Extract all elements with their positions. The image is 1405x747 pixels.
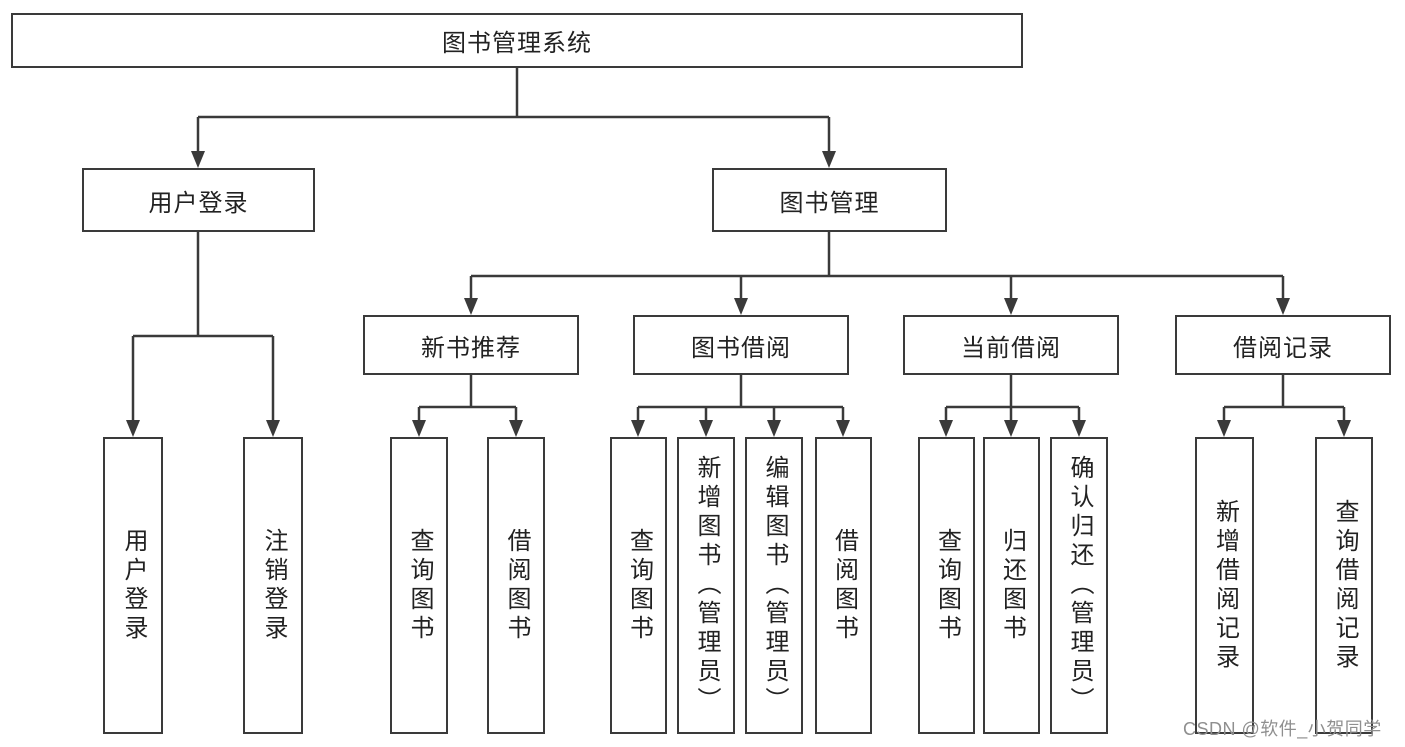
- node-current-borrow-label: 当前借阅: [961, 334, 1061, 362]
- node-current-borrow: 当前借阅: [903, 315, 1119, 375]
- connector-book-management-branch: [464, 232, 1290, 315]
- node-book-management-label: 图书管理: [779, 189, 880, 217]
- leaf-user-login: 用户登录: [103, 437, 163, 734]
- node-book-management: 图书管理: [712, 168, 947, 232]
- leaf-borrow-book-label: 借阅图书: [830, 527, 858, 644]
- node-new-book-recommend: 新书推荐: [363, 315, 579, 375]
- leaf-add-borrow-record-label: 新增借阅记录: [1211, 498, 1239, 673]
- node-book-borrow-label: 图书借阅: [691, 334, 791, 362]
- connector-root-to-level2: [191, 68, 836, 168]
- leaf-search-borrow-record-label: 查询借阅记录: [1331, 498, 1358, 673]
- connector-user-login-branch: [126, 232, 280, 437]
- leaf-confirm-return-admin: 确认归还（管理员）: [1050, 437, 1108, 734]
- node-new-book-recommend-label: 新书推荐: [421, 334, 521, 362]
- node-borrow-record-label: 借阅记录: [1233, 334, 1333, 362]
- node-root: 图书管理系统: [11, 13, 1023, 68]
- leaf-edit-book-admin: 编辑图书（管理员）: [745, 437, 803, 734]
- connector-borrow-record-branch: [1217, 375, 1351, 437]
- leaf-add-borrow-record: 新增借阅记录: [1195, 437, 1254, 734]
- leaf-search-book-borrow: 查询图书: [610, 437, 667, 734]
- leaf-search-borrow-record: 查询借阅记录: [1315, 437, 1373, 734]
- leaf-return-book: 归还图书: [983, 437, 1040, 734]
- node-borrow-record: 借阅记录: [1175, 315, 1391, 375]
- leaf-user-login-label: 用户登录: [120, 527, 147, 644]
- node-book-borrow: 图书借阅: [633, 315, 849, 375]
- leaf-edit-book-admin-label: 编辑图书（管理员）: [761, 455, 788, 716]
- node-root-label: 图书管理系统: [442, 30, 592, 57]
- node-user-login-label: 用户登录: [148, 189, 249, 217]
- watermark: CSDN @软件_小贺同学: [1183, 719, 1382, 739]
- connector-new-book-branch: [412, 375, 523, 437]
- leaf-add-book-admin: 新增图书（管理员）: [677, 437, 735, 734]
- node-user-login: 用户登录: [82, 168, 315, 232]
- leaf-search-book-recommend: 查询图书: [390, 437, 448, 734]
- leaf-search-book-borrow-label: 查询图书: [625, 527, 653, 644]
- leaf-return-book-label: 归还图书: [998, 527, 1026, 644]
- leaf-borrow-book-recommend-label: 借阅图书: [503, 527, 530, 644]
- connector-book-borrow-branch: [631, 375, 850, 437]
- leaf-borrow-book-recommend: 借阅图书: [487, 437, 545, 734]
- leaf-confirm-return-admin-label: 确认归还（管理员）: [1066, 455, 1093, 716]
- leaf-logout-label: 注销登录: [260, 527, 287, 644]
- leaf-borrow-book: 借阅图书: [815, 437, 872, 734]
- leaf-search-book-current-label: 查询图书: [933, 527, 961, 644]
- leaf-search-book-recommend-label: 查询图书: [406, 527, 433, 644]
- connector-current-borrow-branch: [939, 375, 1086, 437]
- leaf-add-book-admin-label: 新增图书（管理员）: [693, 455, 720, 716]
- leaf-logout: 注销登录: [243, 437, 303, 734]
- leaf-search-book-current: 查询图书: [918, 437, 975, 734]
